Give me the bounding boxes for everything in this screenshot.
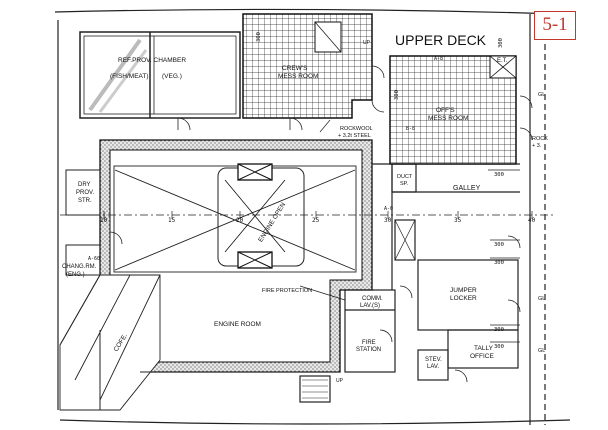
frame-number: 15 (168, 217, 176, 224)
dry-prov-label-1: DRY (78, 182, 91, 188)
hull-outline (54, 8, 571, 425)
doors (109, 65, 533, 383)
dry-prov-label-3: STR. (78, 198, 92, 204)
dim-300: 300 (498, 38, 504, 48)
dim-300: 300 (494, 327, 504, 333)
gl-note-2: GL (538, 296, 545, 302)
frame-number: 40 (528, 217, 536, 224)
frame-number: 10 (100, 217, 108, 224)
rating-b8: B-8 (406, 126, 415, 132)
fire-protection-note: FIRE PROTECTION (262, 288, 312, 294)
rating-a60: A-60 (88, 256, 100, 262)
ref-prov-chamber (79, 31, 241, 119)
stev-lav-label-1: STEV. (425, 357, 442, 363)
chang-rm-label-1: CHANG.RM. (62, 264, 97, 270)
frame-number: 20 (236, 217, 244, 224)
galley-label: GALLEY (453, 185, 481, 192)
dry-prov-label-2: PROV. (76, 190, 94, 196)
dimension-leaders (299, 119, 520, 343)
frame-number: 25 (312, 217, 320, 224)
offs-mess-label-1: OFF'S (436, 107, 455, 114)
frame-line (60, 211, 555, 219)
dim-300: 300 (494, 344, 504, 350)
et-label: E.T. (497, 58, 508, 64)
comm-lav-label-2: LAV.(S) (360, 303, 380, 309)
duct-label-2: SP. (400, 181, 409, 187)
rating-a8: A-8 (434, 56, 443, 62)
dim-300: 300 (256, 32, 262, 42)
rockwool-note: ROCKWOOL (340, 126, 373, 132)
rating-a0: A-0 (384, 206, 393, 212)
steel-note: + 3.2t STEEL (338, 133, 371, 139)
veg-label: (VEG.) (162, 73, 182, 80)
chang-rm-label-2: (ENG.) (66, 272, 85, 278)
jumper-label-1: JUMPER (450, 287, 477, 294)
crews-mess-label-1: CREW'S (282, 65, 308, 72)
dim-300: 300 (494, 260, 504, 266)
stev-lav-label-2: LAV. (427, 364, 439, 370)
engine-room-label: ENGINE ROOM (214, 321, 261, 328)
dim-300: 300 (494, 242, 504, 248)
jumper-label-2: LOCKER (450, 295, 477, 302)
up-note-2: UP (336, 378, 344, 384)
duct-label-1: DUCT (397, 174, 413, 180)
frame-number: 35 (454, 217, 462, 224)
dim-300: 300 (494, 172, 504, 178)
fire-station-label-1: FIRE (362, 340, 376, 346)
fire-station-label-2: STATION (356, 347, 381, 353)
ref-prov-label: REF.PROV. CHAMBER (118, 57, 186, 64)
offs-mess-room (389, 55, 517, 165)
gl-note-3: GL (538, 348, 545, 354)
engine-casing (99, 139, 373, 373)
dim-300: 300 (394, 90, 400, 100)
crews-mess-room (242, 13, 373, 119)
gl-note-1: GL (538, 92, 545, 98)
up-note-1: UP (363, 40, 371, 46)
engine-room-walls (99, 330, 340, 410)
rock-right-note: ROCK (532, 136, 548, 142)
offs-mess-label-2: MESS ROOM (428, 115, 468, 122)
rock-right-note-2: + 3. (532, 143, 542, 149)
tally-label-1: TALLY (474, 345, 494, 352)
sheet-number: 5-1 (542, 14, 568, 35)
aft-compartments (299, 259, 519, 403)
comm-lav-label-1: COMM. (362, 296, 383, 302)
tally-label-2: OFFICE (470, 353, 494, 360)
crews-mess-label-2: MESS ROOM (278, 73, 318, 80)
sheet-badge: 5-1 (534, 11, 576, 40)
galley-area (372, 163, 520, 290)
frame-number: 30 (384, 217, 392, 224)
deck-title: UPPER DECK (395, 32, 487, 48)
fish-meat-label: (FISH/MEAT) (110, 73, 149, 80)
cofe-box (59, 274, 161, 411)
